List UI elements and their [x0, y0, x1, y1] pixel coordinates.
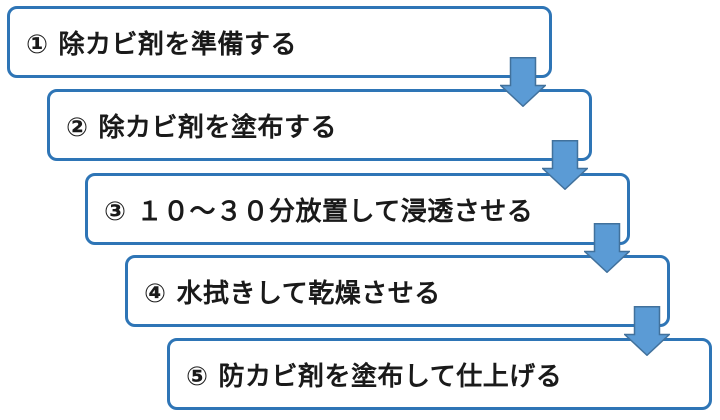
- down-arrow-icon-2: [542, 140, 588, 190]
- down-arrow-icon-4: [624, 306, 670, 356]
- down-arrow-icon-3: [584, 223, 630, 273]
- step-1-text: 除カビ剤を準備する: [58, 28, 298, 59]
- flow-step-5: ⑤ 防カビ剤を塗布して仕上げる: [167, 338, 712, 410]
- flow-step-1: ① 除カビ剤を準備する: [7, 6, 552, 78]
- step-4-number: ④: [144, 277, 167, 308]
- down-arrow-icon-1: [500, 57, 546, 107]
- step-4-text: 水拭きして乾燥させる: [176, 277, 441, 308]
- step-4-label: ④ 水拭きして乾燥させる: [144, 273, 441, 310]
- step-5-text: 防カビ剤を塗布して仕上げる: [218, 360, 563, 391]
- down-arrow-shape: [542, 140, 588, 190]
- down-arrow-shape: [584, 223, 630, 273]
- step-1-number: ①: [26, 28, 49, 59]
- step-1-label: ① 除カビ剤を準備する: [26, 24, 297, 61]
- step-3-number: ③: [104, 195, 127, 226]
- step-3-label: ③ １０～３０分放置して浸透させる: [104, 191, 533, 228]
- down-arrow-shape: [500, 57, 546, 107]
- step-2-text: 除カビ剤を塗布する: [98, 111, 338, 142]
- flow-step-4: ④ 水拭きして乾燥させる: [125, 255, 670, 327]
- step-5-number: ⑤: [186, 360, 209, 391]
- down-arrow-shape: [624, 306, 670, 356]
- step-2-number: ②: [66, 111, 89, 142]
- flow-step-3: ③ １０～３０分放置して浸透させる: [85, 173, 630, 245]
- step-5-label: ⑤ 防カビ剤を塗布して仕上げる: [186, 356, 562, 393]
- step-3-text: １０～３０分放置して浸透させる: [136, 195, 534, 226]
- flow-step-2: ② 除カビ剤を塗布する: [47, 89, 592, 161]
- step-2-label: ② 除カビ剤を塗布する: [66, 107, 337, 144]
